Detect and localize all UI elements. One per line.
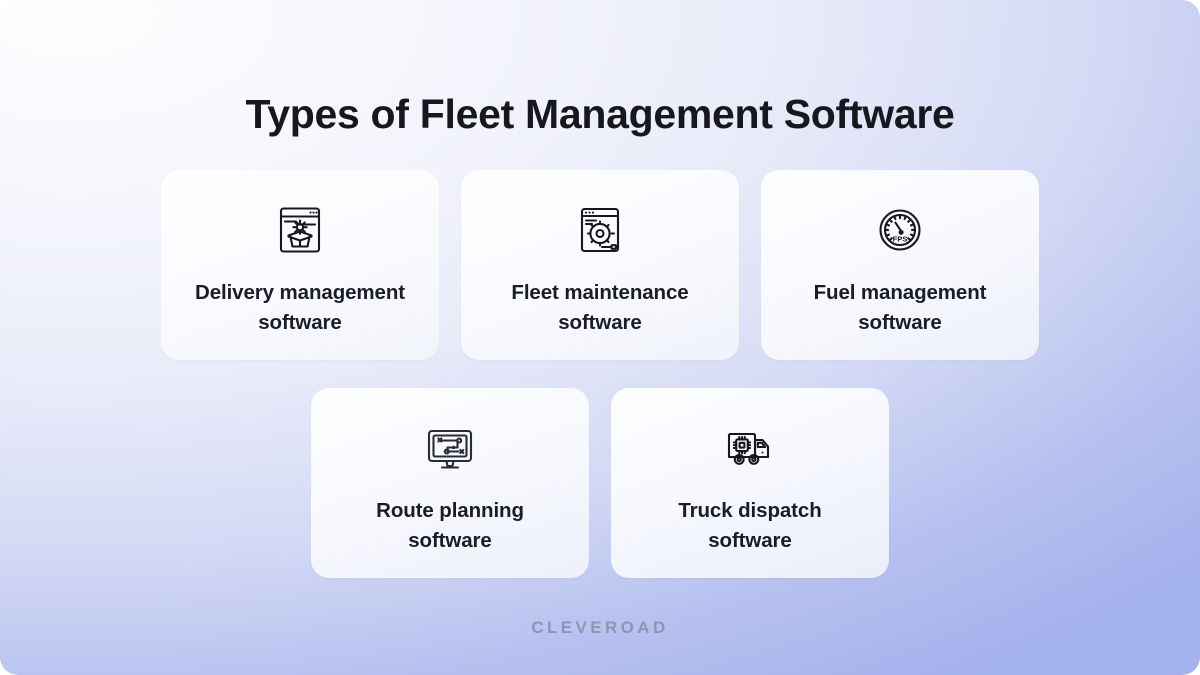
card-label-line-2: software bbox=[858, 311, 942, 334]
card-label: Delivery management software bbox=[181, 278, 419, 338]
browser-gear-icon bbox=[572, 202, 628, 258]
cleveroad-logo: CLEVEROAD bbox=[531, 618, 669, 637]
card-label: Fleet maintenance software bbox=[481, 278, 719, 338]
fps-gauge-icon: FPS bbox=[872, 202, 928, 258]
card-route-planning[interactable]: Route planning software bbox=[311, 388, 589, 578]
card-label-line-1: Fuel management bbox=[813, 281, 987, 304]
card-label: Truck dispatch software bbox=[631, 496, 869, 556]
card-label: Fuel management software bbox=[781, 278, 1019, 338]
card-label-line-2: software bbox=[558, 311, 642, 334]
browser-box-gear-icon bbox=[272, 202, 328, 258]
card-label-line-1: Delivery management bbox=[194, 281, 406, 304]
card-label-line-2: software bbox=[258, 311, 342, 334]
card-label-line-2: software bbox=[708, 529, 792, 552]
monitor-route-icon bbox=[422, 420, 478, 476]
card-label-line-1: Fleet maintenance bbox=[511, 281, 689, 304]
card-fuel-management[interactable]: FPS Fuel management software bbox=[761, 170, 1039, 360]
card-delivery-management[interactable]: Delivery management software bbox=[161, 170, 439, 360]
card-label-line-1: Truck dispatch bbox=[678, 499, 822, 522]
card-row-1: Delivery management software bbox=[0, 170, 1200, 360]
card-label-line-2: software bbox=[408, 529, 492, 552]
truck-chip-icon bbox=[722, 420, 778, 476]
fps-gauge-label: FPS bbox=[893, 235, 908, 244]
card-label-line-1: Route planning bbox=[376, 499, 524, 522]
card-label: Route planning software bbox=[331, 496, 569, 556]
page-title: Types of Fleet Management Software bbox=[245, 91, 955, 138]
card-fleet-maintenance[interactable]: Fleet maintenance software bbox=[461, 170, 739, 360]
card-row-2: Route planning software bbox=[0, 388, 1200, 578]
card-truck-dispatch[interactable]: Truck dispatch software bbox=[611, 388, 889, 578]
